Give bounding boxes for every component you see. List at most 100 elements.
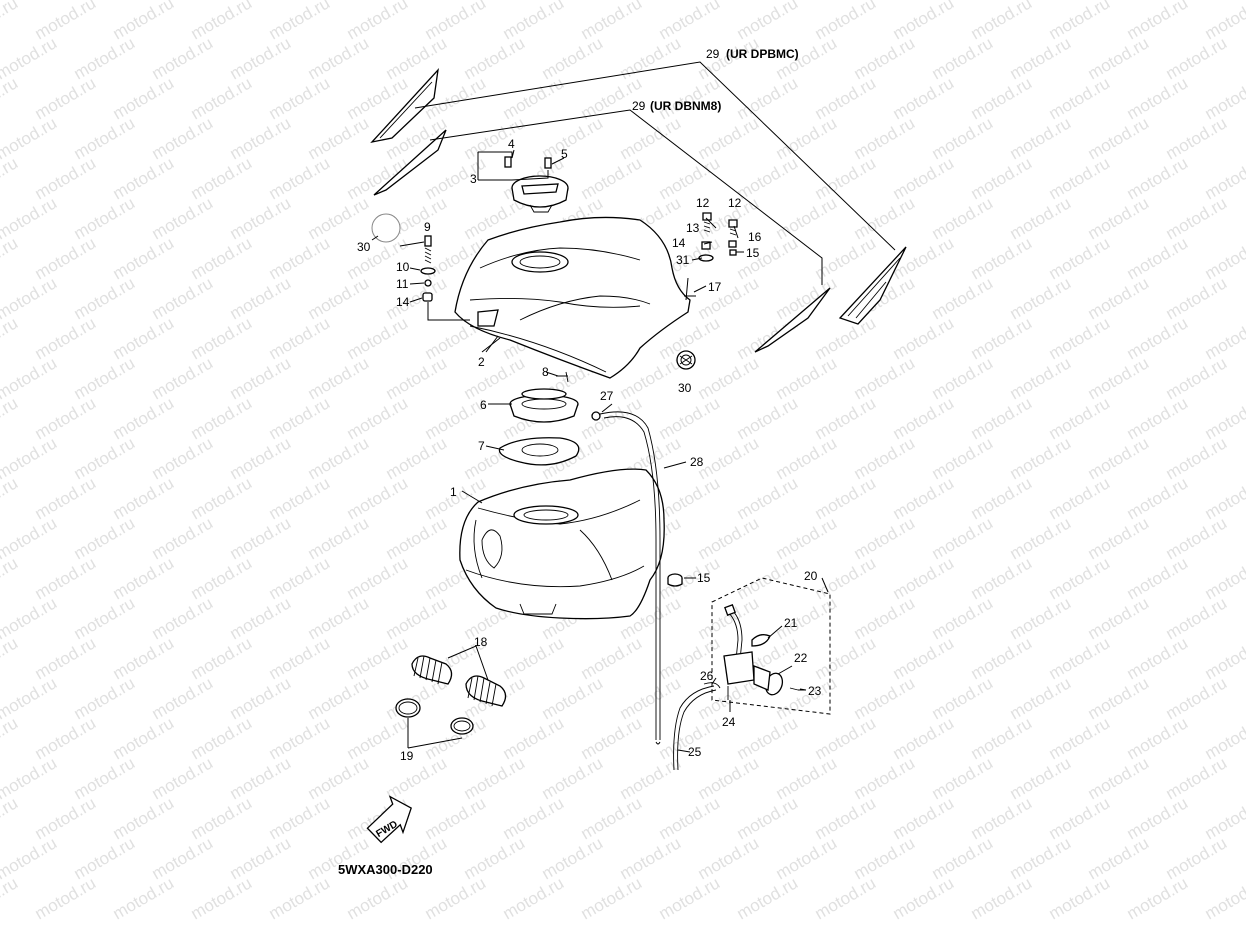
watermark-text: motod.ru <box>188 473 256 523</box>
watermark-text: motod.ru <box>1202 73 1246 123</box>
watermark-text: motod.ru <box>71 593 139 643</box>
watermark-text: motod.ru <box>1202 713 1246 763</box>
watermark-text: motod.ru <box>890 793 958 843</box>
watermark-text: motod.ru <box>656 153 724 203</box>
watermark-text: motod.ru <box>1202 393 1246 443</box>
part-30-left-emblem <box>371 213 401 243</box>
callout-25: 25 <box>688 745 702 759</box>
watermark-text: motod.ru <box>968 73 1036 123</box>
watermark-text: motod.ru <box>1007 753 1075 803</box>
watermark-text: motod.ru <box>773 433 841 483</box>
watermark-text: motod.ru <box>461 33 529 83</box>
watermark-text: motod.ru <box>461 833 529 883</box>
watermark-text: motod.ru <box>1085 273 1153 323</box>
callout-27: 27 <box>600 389 614 403</box>
watermark-text: motod.ru <box>617 833 685 883</box>
watermark-text: motod.ru <box>929 673 997 723</box>
watermark-text: motod.ru <box>227 433 295 483</box>
watermark-text: motod.ru <box>71 273 139 323</box>
part-25-fuel-hose <box>673 685 717 771</box>
right-fasteners <box>684 212 738 301</box>
watermark-text: motod.ru <box>1124 873 1192 923</box>
watermark-text: motod.ru <box>1085 113 1153 163</box>
watermark-text: motod.ru <box>656 0 724 43</box>
watermark-text: motod.ru <box>929 353 997 403</box>
watermark-text: motod.ru <box>695 273 763 323</box>
watermark-text: motod.ru <box>110 73 178 123</box>
watermark-text: motod.ru <box>227 33 295 83</box>
watermark-text: motod.ru <box>1163 273 1231 323</box>
part-30-right-emblem <box>676 350 696 370</box>
part-28-breather-hose <box>591 411 661 745</box>
watermark-text: motod.ru <box>734 873 802 923</box>
watermark-text: motod.ru <box>812 393 880 443</box>
watermark-text: motod.ru <box>539 33 607 83</box>
watermark-text: motod.ru <box>968 233 1036 283</box>
watermark-text: motod.ru <box>734 793 802 843</box>
watermark-text: motod.ru <box>0 873 21 923</box>
watermark-text: motod.ru <box>305 513 373 563</box>
watermark-text: motod.ru <box>305 593 373 643</box>
part-29-emblems <box>370 61 907 353</box>
watermark-text: motod.ru <box>110 553 178 603</box>
part-19-clamps <box>395 698 474 749</box>
watermark-text: motod.ru <box>266 713 334 763</box>
watermark-text: motod.ru <box>71 833 139 883</box>
watermark-text: motod.ru <box>1046 0 1114 43</box>
watermark-text: motod.ru <box>1202 153 1246 203</box>
watermark-text: motod.ru <box>929 273 997 323</box>
watermark-text: motod.ru <box>383 33 451 83</box>
watermark-text: motod.ru <box>110 713 178 763</box>
watermark-text: motod.ru <box>1085 433 1153 483</box>
watermark-text: motod.ru <box>0 793 21 843</box>
watermark-text: motod.ru <box>305 113 373 163</box>
watermark-text: motod.ru <box>32 393 100 443</box>
diagram-code: 5WXA300-D220 <box>338 862 433 877</box>
watermark-text: motod.ru <box>383 353 451 403</box>
callout-5: 5 <box>561 147 568 161</box>
watermark-text: motod.ru <box>1007 433 1075 483</box>
watermark-text: motod.ru <box>266 633 334 683</box>
watermark-text: motod.ru <box>656 873 724 923</box>
watermark-text: motod.ru <box>773 193 841 243</box>
watermark-text: motod.ru <box>1124 793 1192 843</box>
watermark-text: motod.ru <box>71 353 139 403</box>
watermark-text: motod.ru <box>32 713 100 763</box>
watermark-text: motod.ru <box>1163 433 1231 483</box>
watermark-text: motod.ru <box>890 0 958 43</box>
watermark-text: motod.ru <box>1007 833 1075 883</box>
watermark-text: motod.ru <box>305 753 373 803</box>
callout-30a: 30 <box>357 240 371 254</box>
watermark-text: motod.ru <box>851 353 919 403</box>
watermark-text: motod.ru <box>890 553 958 603</box>
callout-30b: 30 <box>678 381 692 395</box>
watermark-text: motod.ru <box>695 513 763 563</box>
callout-17: 17 <box>708 280 722 294</box>
watermark-text: motod.ru <box>1202 473 1246 523</box>
watermark-text: motod.ru <box>383 433 451 483</box>
watermark-text: motod.ru <box>734 713 802 763</box>
watermark-text: motod.ru <box>890 473 958 523</box>
watermark-text: motod.ru <box>149 353 217 403</box>
watermark-text: motod.ru <box>539 113 607 163</box>
watermark-text: motod.ru <box>929 753 997 803</box>
part-6-flange <box>509 388 579 423</box>
watermark-text: motod.ru <box>32 873 100 923</box>
callout-12a: 12 <box>696 196 710 210</box>
watermark-text: motod.ru <box>812 713 880 763</box>
watermark-text: motod.ru <box>188 233 256 283</box>
watermark-text: motod.ru <box>929 193 997 243</box>
watermark-text: motod.ru <box>851 433 919 483</box>
part-1-fuel-tank <box>459 468 665 620</box>
callout-7: 7 <box>478 439 485 453</box>
watermark-text: motod.ru <box>812 793 880 843</box>
watermark-text: motod.ru <box>812 153 880 203</box>
watermark-text: motod.ru <box>1085 33 1153 83</box>
watermark-text: motod.ru <box>1007 513 1075 563</box>
watermark-text: motod.ru <box>71 433 139 483</box>
watermark-text: motod.ru <box>1007 593 1075 643</box>
part-18-dampers <box>411 645 507 707</box>
watermark-text: motod.ru <box>1124 393 1192 443</box>
watermark-text: motod.ru <box>968 793 1036 843</box>
